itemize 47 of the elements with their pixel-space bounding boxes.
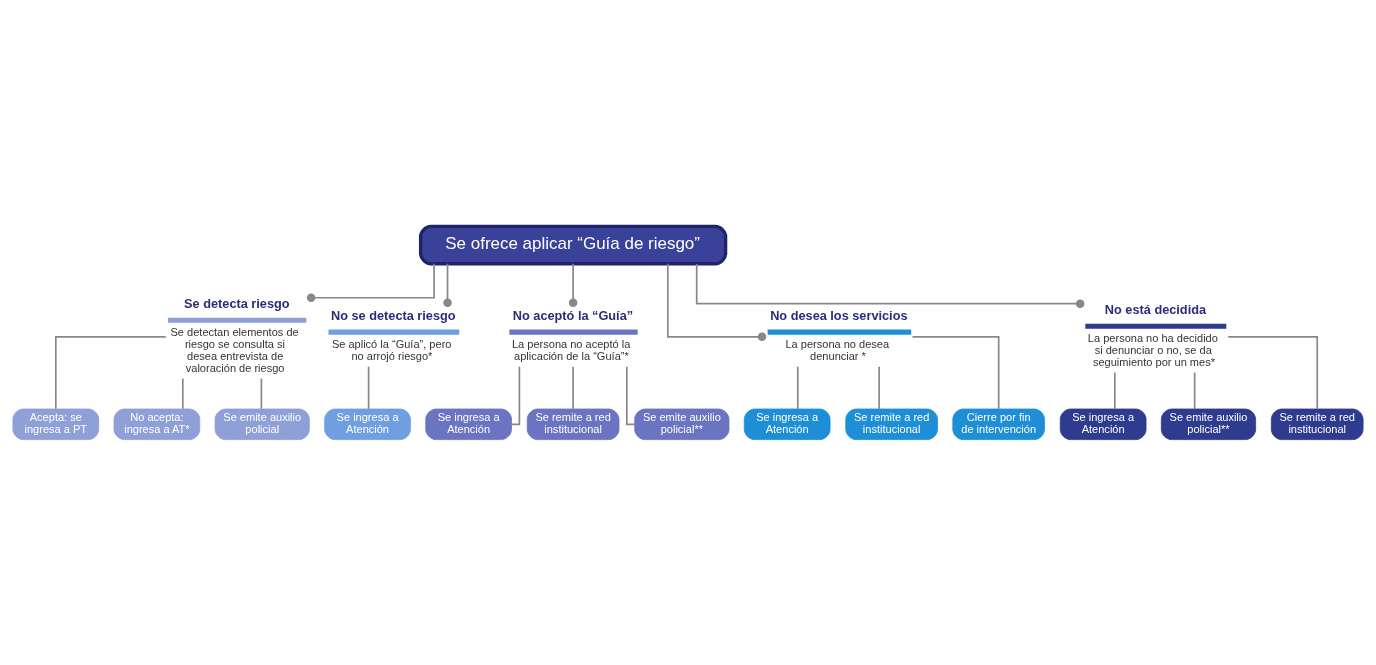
node-label: No aceptó la “Guía” <box>512 307 634 323</box>
node-box: Se emite auxilio policial** <box>1160 408 1257 440</box>
node-box <box>767 329 912 335</box>
node-label: No está decidida <box>1104 301 1207 317</box>
node-box: No acepta: ingresa a AT* <box>113 408 201 440</box>
connector <box>367 365 370 410</box>
connector <box>1193 371 1196 410</box>
node-box: Se ingresa a Atención <box>1059 408 1147 440</box>
node-label: La persona no ha decidido si denunciar o no, se da seguimiento por un mes* <box>1087 331 1218 368</box>
connector <box>54 335 167 410</box>
connector <box>510 365 521 425</box>
connector <box>572 365 574 410</box>
node-box: Se remite a red institucional <box>526 408 620 440</box>
node-label: La persona no desea denunciar * <box>785 337 890 362</box>
node-box <box>1085 323 1227 329</box>
node-box <box>509 329 638 335</box>
connector <box>1114 371 1116 410</box>
node-box: Se ingresa a Atención <box>425 408 512 440</box>
connector <box>568 262 578 307</box>
node-label: No desea los servicios <box>770 307 908 323</box>
node-box: Se emite auxilio policial <box>214 408 310 440</box>
node-box: Acepta: se ingresa a PT <box>12 408 100 440</box>
connector <box>626 365 636 425</box>
connector <box>443 262 452 307</box>
node-box: Cierre por fin de intervención <box>952 408 1045 440</box>
node-label: Se aplicó la “Guía”, pero no arrojó riesgo* <box>331 337 452 362</box>
node-box <box>328 329 460 335</box>
node-box: Se remite a red institucional <box>1270 408 1364 440</box>
node-label: La persona no aceptó la aplicación de la “Guía”* <box>511 337 631 362</box>
node-box: Se ingresa a Atención <box>324 408 411 440</box>
node-box <box>167 317 307 323</box>
connector <box>911 335 1000 410</box>
node-box: Se ofrece aplicar “Guía de riesgo” <box>418 224 728 265</box>
node-box: Se remite a red institucional <box>845 408 938 440</box>
node-label: Se detecta riesgo <box>184 295 290 311</box>
connector <box>306 262 435 302</box>
connector <box>1227 335 1319 410</box>
node-label: Se detectan elementos de riesgo se consulta si desea entrevista de valoración de riesgo <box>170 325 299 374</box>
node-box: Se ingresa a Atención <box>743 408 831 440</box>
connector <box>878 365 880 410</box>
node-box: Se emite auxilio policial** <box>634 408 730 440</box>
connector <box>260 377 263 410</box>
connector <box>695 262 1085 308</box>
connector <box>667 262 767 341</box>
connector <box>181 377 184 410</box>
connector <box>796 365 799 410</box>
node-label: No se detecta riesgo <box>331 307 456 323</box>
